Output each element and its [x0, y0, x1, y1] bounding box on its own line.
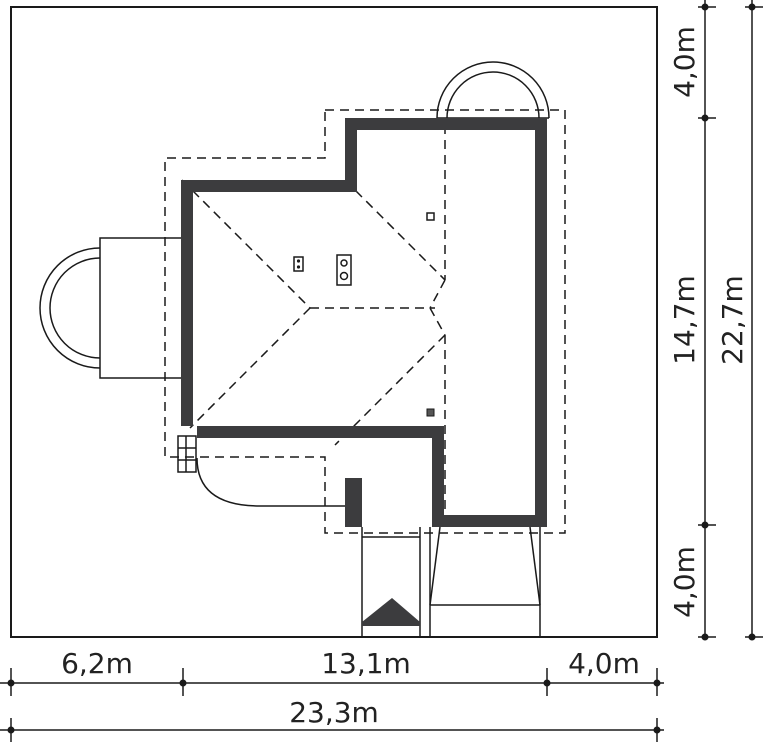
- driveway-right: [429, 526, 541, 637]
- chimney-vents: [293, 212, 435, 417]
- entrance-canopy: [362, 598, 420, 622]
- driveway-left: [361, 527, 421, 637]
- dim-top-offset: 4,0m: [668, 26, 701, 98]
- house-walls: [181, 118, 547, 527]
- dim-house-depth: 14,7m: [668, 275, 701, 365]
- vertical-dimension-lines: [698, 0, 763, 640]
- plot-boundary: [10, 6, 658, 638]
- dim-total-depth: 22,7m: [716, 275, 749, 365]
- dim-house-width: 13,1m: [321, 647, 411, 680]
- dim-left-offset: 6,2m: [61, 647, 133, 680]
- entrance-pier: [345, 478, 362, 527]
- roof-outline: [164, 109, 566, 534]
- dim-bottom-offset: 4,0m: [668, 546, 701, 618]
- dim-total-width: 23,3m: [289, 696, 379, 729]
- left-terrace: [39, 237, 182, 379]
- dim-right-offset: 4,0m: [568, 647, 640, 680]
- entrance-path: [177, 435, 345, 507]
